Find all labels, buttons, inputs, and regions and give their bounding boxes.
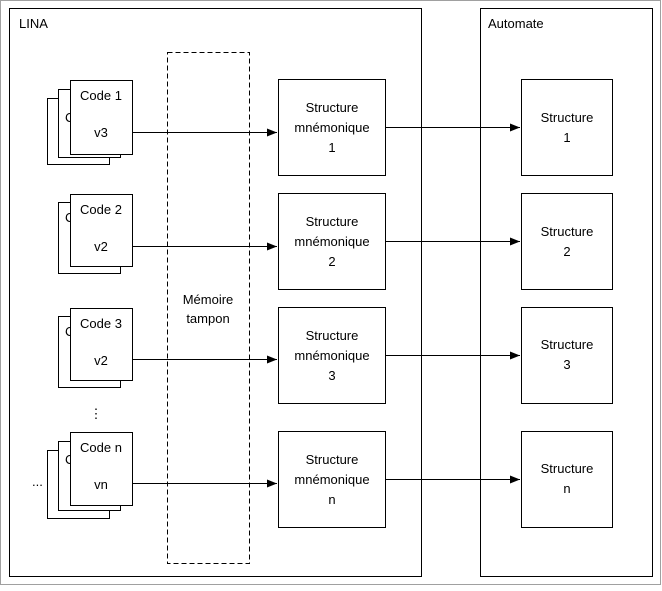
code-3-version: v2 (94, 353, 108, 368)
code-stack-n: C Code n vn (47, 432, 133, 519)
code-stack-2: C Code 2 v2 (58, 194, 133, 274)
mnemonic-1-line1: Structure (306, 100, 359, 115)
code-1-version: v3 (94, 125, 108, 140)
automate-structure-n: Structure n (521, 431, 613, 528)
mnemonic-structure-n: Structure mnémonique n (278, 431, 386, 528)
structure-2-line1: Structure (541, 224, 594, 239)
mnemonic-3-line1: Structure (306, 328, 359, 343)
code-2-title: Code 2 (80, 202, 122, 217)
mnemonic-n-line2: mnémonique (294, 472, 369, 487)
structure-1-line1: Structure (541, 110, 594, 125)
structure-n-line1: Structure (541, 461, 594, 476)
code-n-title: Code n (80, 440, 122, 455)
buffer-label-line2: tampon (186, 311, 229, 326)
buffer-box (167, 52, 250, 564)
code-stack-3-behind: C (65, 324, 74, 339)
code-3-title: Code 3 (80, 316, 122, 331)
mnemonic-structure-1: Structure mnémonique 1 (278, 79, 386, 176)
mnemonic-2-line1: Structure (306, 214, 359, 229)
horizontal-ellipsis: ... (32, 474, 43, 489)
mnemonic-2-line2: mnémonique (294, 234, 369, 249)
mnemonic-2-line3: 2 (328, 254, 335, 269)
mnemonic-1-line3: 1 (328, 140, 335, 155)
code-1-title: Code 1 (80, 88, 122, 103)
automate-structure-1: Structure 1 (521, 79, 613, 176)
structure-n-line2: n (563, 481, 570, 496)
code-2-version: v2 (94, 239, 108, 254)
structure-2-line2: 2 (563, 244, 570, 259)
mnemonic-n-line3: n (328, 492, 335, 507)
buffer-label-line1: Mémoire (183, 292, 234, 307)
code-stack-1: C Code 1 v3 (47, 80, 133, 165)
mnemonic-structure-3: Structure mnémonique 3 (278, 307, 386, 404)
lina-panel (9, 8, 422, 577)
mnemonic-n-line1: Structure (306, 452, 359, 467)
code-stack-1-behind: C (65, 110, 74, 125)
vertical-ellipsis: ⋮ (90, 406, 103, 421)
structure-3-line2: 3 (563, 357, 570, 372)
code-stack-2-behind: C (65, 210, 74, 225)
structure-3-line1: Structure (541, 337, 594, 352)
automate-label: Automate (488, 16, 544, 31)
code-card-2 (70, 194, 133, 267)
code-stack-n-behind: C (65, 452, 74, 467)
automate-structure-3: Structure 3 (521, 307, 613, 404)
automate-structure-2: Structure 2 (521, 193, 613, 290)
code-stack-3: C Code 3 v2 (58, 308, 133, 388)
automate-panel (480, 8, 653, 577)
code-card-1 (70, 80, 133, 155)
structure-1-line2: 1 (563, 130, 570, 145)
lina-label: LINA (19, 16, 48, 31)
mnemonic-3-line2: mnémonique (294, 348, 369, 363)
mnemonic-3-line3: 3 (328, 368, 335, 383)
code-card-3 (70, 308, 133, 381)
code-n-version: vn (94, 477, 108, 492)
mnemonic-1-line2: mnémonique (294, 120, 369, 135)
code-card-n (70, 432, 133, 506)
mnemonic-structure-2: Structure mnémonique 2 (278, 193, 386, 290)
